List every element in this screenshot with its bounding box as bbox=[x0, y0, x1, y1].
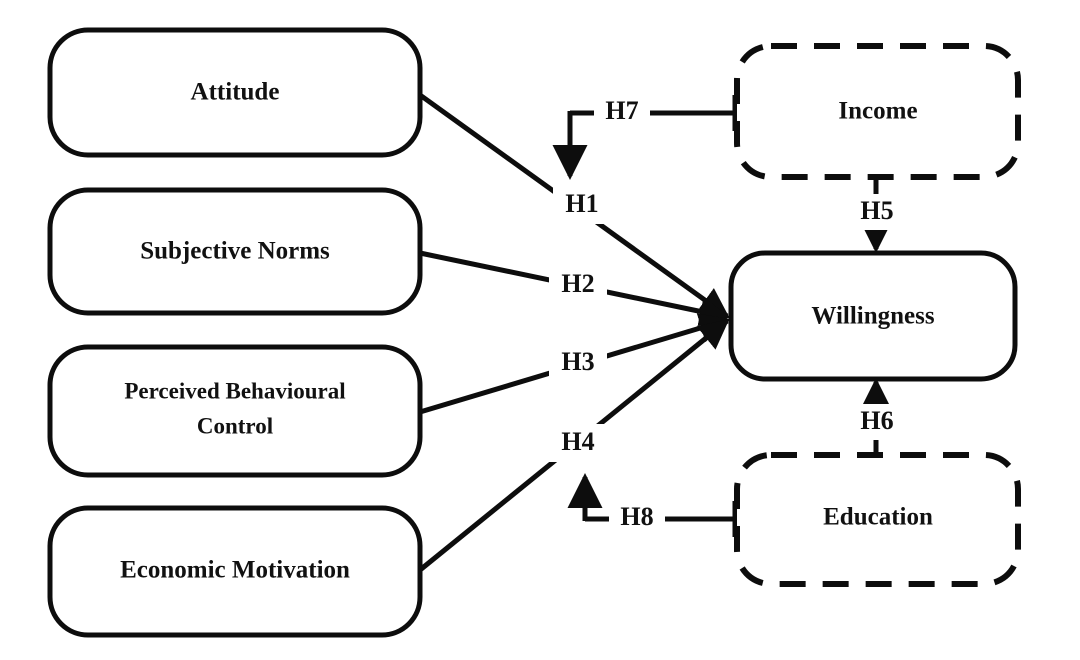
h5-label-backdrop bbox=[848, 194, 906, 230]
willingness-box[interactable] bbox=[728, 250, 1018, 382]
income-box[interactable] bbox=[734, 43, 1021, 180]
hypothesis-label-h4: H4 bbox=[549, 424, 607, 462]
node-income[interactable]: Income bbox=[734, 43, 1021, 180]
economic-motivation-label: Economic Motivation bbox=[120, 557, 350, 584]
h6-label: H6 bbox=[860, 406, 893, 435]
h1-label-backdrop bbox=[553, 186, 611, 224]
h3-label-backdrop bbox=[549, 344, 607, 382]
hypothesis-label-h8: H8 bbox=[609, 501, 665, 537]
attitude-label: Attitude bbox=[191, 79, 280, 106]
income-label: Income bbox=[838, 98, 917, 125]
perceived-behavioural-control-label-line2: Control bbox=[197, 413, 273, 438]
h7-label-backdrop bbox=[594, 95, 650, 131]
hypothesis-label-h7: H7 bbox=[594, 95, 650, 131]
education-label: Education bbox=[823, 504, 933, 531]
node-subjective-norms[interactable]: Subjective Norms bbox=[47, 187, 423, 316]
education-box[interactable] bbox=[734, 452, 1021, 587]
node-economic-motivation[interactable]: Economic Motivation bbox=[47, 505, 423, 638]
h4-label-backdrop bbox=[549, 424, 607, 462]
node-attitude[interactable]: Attitude bbox=[47, 27, 423, 158]
h6-label-backdrop bbox=[848, 404, 906, 440]
h5-label: H5 bbox=[860, 196, 893, 225]
h1-label: H1 bbox=[565, 189, 598, 218]
hypothesis-label-h2: H2 bbox=[549, 266, 607, 304]
attitude-box[interactable] bbox=[47, 27, 423, 158]
subjective-norms-box[interactable] bbox=[47, 187, 423, 316]
perceived-behavioural-control-label-line1: Perceived Behavioural bbox=[124, 378, 345, 403]
hypothesis-label-h3: H3 bbox=[549, 344, 607, 382]
economic-motivation-box[interactable] bbox=[47, 505, 423, 638]
hypothesis-label-h6: H6 bbox=[848, 404, 906, 440]
subjective-norms-label: Subjective Norms bbox=[140, 238, 330, 265]
h3-label: H3 bbox=[561, 347, 594, 376]
hypothesis-label-h5: H5 bbox=[848, 194, 906, 230]
node-willingness[interactable]: Willingness bbox=[728, 250, 1018, 382]
h4-label: H4 bbox=[561, 427, 594, 456]
h7-label: H7 bbox=[605, 96, 638, 125]
hypothesis-label-h1: H1 bbox=[553, 186, 611, 224]
h2-label: H2 bbox=[561, 269, 594, 298]
h2-label-backdrop bbox=[549, 266, 607, 304]
node-education[interactable]: Education bbox=[734, 452, 1021, 587]
node-perceived-behavioural-control[interactable]: Perceived Behavioural Control bbox=[47, 344, 423, 478]
h8-label: H8 bbox=[620, 502, 653, 531]
perceived-behavioural-control-box[interactable] bbox=[47, 344, 423, 478]
h8-label-backdrop bbox=[609, 501, 665, 537]
willingness-label: Willingness bbox=[811, 303, 934, 330]
